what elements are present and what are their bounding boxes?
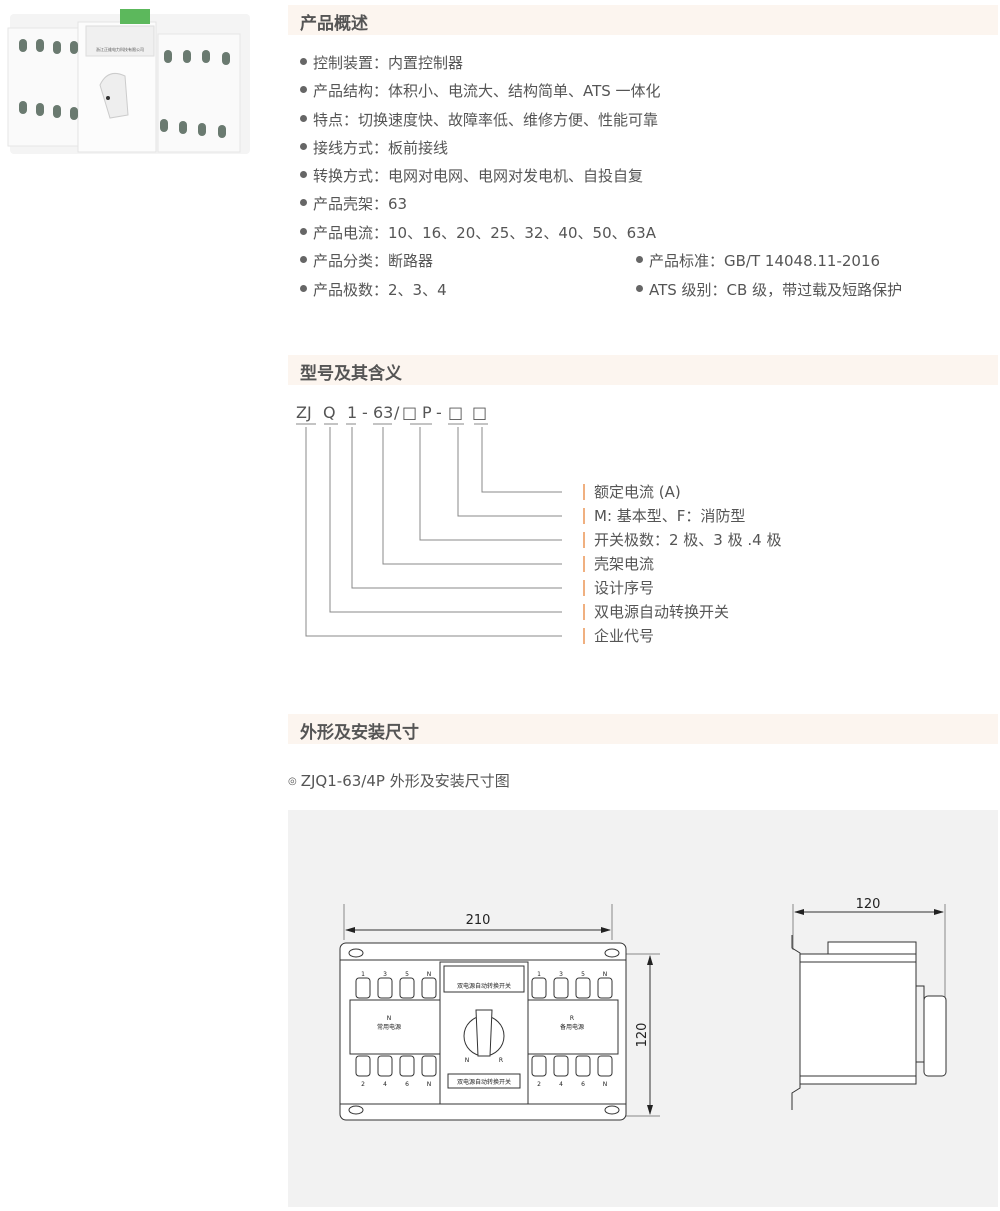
model-token: Q — [323, 403, 336, 422]
terminal-label: 3 — [559, 971, 563, 978]
side-depth-label: 120 — [856, 897, 881, 912]
bullet-icon — [636, 285, 643, 292]
terminal-label: N — [427, 971, 432, 978]
list-item: ATS 级别：CB 级，带过载及短路保护 — [636, 279, 902, 300]
model-token: 63 — [373, 403, 393, 422]
bullet-icon — [300, 285, 307, 292]
model-token: / — [394, 403, 400, 422]
terminal-label: 1 — [361, 971, 365, 978]
list-item: 特点：切换速度快、故障率低、维修方便、性能可靠 — [300, 109, 658, 130]
terminal-label: 3 — [383, 971, 387, 978]
model-meaning: 额定电流 (A) — [594, 483, 681, 501]
dial-left-label: N — [465, 1057, 470, 1064]
list-item-text: 产品电流：10、16、20、25、32、40、50、63A — [313, 224, 656, 242]
list-item-text: ATS 级别：CB 级，带过载及短路保护 — [649, 281, 903, 299]
list-item-text: 产品分类：断路器 — [313, 252, 434, 270]
section-title: 产品概述 — [300, 14, 368, 34]
list-item: 产品结构：体积小、电流大、结构简单、ATS 一体化 — [300, 80, 661, 101]
model-meaning: 开关极数：2 极、3 极 .4 极 — [594, 531, 781, 549]
panel-label: 双电源自动转换开关 — [457, 982, 511, 990]
right-source-label: 备用电源 — [560, 1023, 584, 1031]
left-source-label: N — [387, 1015, 392, 1022]
terminal-label: 5 — [581, 971, 585, 978]
bullet-icon — [300, 256, 307, 263]
section-title: 型号及其含义 — [300, 364, 402, 384]
terminal-label: 6 — [405, 1081, 409, 1088]
model-token: □ — [448, 403, 463, 422]
terminal-label: 6 — [581, 1081, 585, 1088]
list-item-text: 转换方式：电网对电网、电网对发电机、自投自复 — [313, 167, 644, 185]
list-item: 产品分类：断路器 — [300, 250, 433, 271]
terminal-label: 5 — [405, 971, 409, 978]
model-meaning: 设计序号 — [594, 579, 654, 597]
model-token: 1 — [347, 403, 357, 422]
section-header-dimensions: 外形及安装尺寸 — [288, 714, 998, 744]
list-item: 控制装置：内置控制器 — [300, 52, 463, 73]
model-token: P — [422, 403, 432, 422]
front-height-label: 120 — [635, 1023, 650, 1048]
drawing-panel: 210 120 1 3 5 N 1 3 5 N 2 4 6 N 2 4 6 N … — [288, 810, 998, 1207]
front-view-drawing — [339, 904, 660, 1121]
list-item-text: 产品标准：GB/T 14048.11-2016 — [649, 252, 881, 270]
model-token: □ — [472, 403, 487, 422]
list-item: 转换方式：电网对电网、电网对发电机、自投自复 — [300, 165, 643, 186]
bottom-label: 双电源自动转换开关 — [457, 1078, 511, 1086]
dial-right-label: R — [499, 1057, 503, 1064]
section-header-model: 型号及其含义 — [288, 355, 998, 385]
bullet-icon — [300, 143, 307, 150]
list-item: 产品壳架：63 — [300, 193, 407, 214]
product-photo: 浙江正维电力科技有限公司 — [0, 0, 260, 170]
bullet-icon — [300, 199, 307, 206]
circle-dot-icon: ◎ — [288, 776, 297, 787]
terminal-label: 4 — [383, 1081, 387, 1088]
caption-text: ZJQ1-63/4P 外形及安装尺寸图 — [300, 772, 510, 790]
front-width-label: 210 — [466, 913, 491, 928]
list-item: 接线方式：板前接线 — [300, 137, 448, 158]
terminal-label: 2 — [361, 1081, 365, 1088]
list-item-text: 控制装置：内置控制器 — [313, 54, 464, 72]
terminal-label: N — [603, 1081, 608, 1088]
terminal-label: 2 — [537, 1081, 541, 1088]
bullet-icon — [300, 171, 307, 178]
list-item-text: 产品结构：体积小、电流大、结构简单、ATS 一体化 — [313, 82, 661, 100]
list-item: 产品标准：GB/T 14048.11-2016 — [636, 250, 880, 271]
product-maker-label: 浙江正维电力科技有限公司 — [96, 46, 144, 52]
model-meaning: 壳架电流 — [594, 555, 654, 573]
list-item: 产品极数：2、3、4 — [300, 279, 447, 300]
model-token: - — [436, 403, 442, 422]
bullet-icon — [300, 228, 307, 235]
section-header-overview: 产品概述 — [288, 5, 998, 35]
terminal-label: 1 — [537, 971, 541, 978]
right-source-label: R — [570, 1015, 574, 1022]
section-title: 外形及安装尺寸 — [300, 723, 419, 743]
model-token: ZJ — [296, 403, 312, 422]
model-meaning: M: 基本型、F：消防型 — [594, 507, 745, 525]
terminal-label: N — [603, 971, 608, 978]
drawing-caption: ◎ZJQ1-63/4P 外形及安装尺寸图 — [288, 770, 510, 791]
bullet-icon — [636, 256, 643, 263]
left-source-label: 常用电源 — [377, 1023, 401, 1031]
model-token: □ — [402, 403, 417, 422]
list-item-text: 产品极数：2、3、4 — [313, 281, 447, 299]
list-item-text: 特点：切换速度快、故障率低、维修方便、性能可靠 — [313, 111, 659, 129]
terminal-label: 4 — [559, 1081, 563, 1088]
list-item: 产品电流：10、16、20、25、32、40、50、63A — [300, 222, 656, 243]
terminal-label: N — [427, 1081, 432, 1088]
bullet-icon — [300, 58, 307, 65]
side-view-drawing — [791, 904, 947, 1110]
model-token: - — [362, 403, 368, 422]
model-meaning: 企业代号 — [594, 627, 654, 645]
bullet-icon — [300, 115, 307, 122]
model-code-diagram: ZJ Q 1 - 63 / □ P - □ □ 额定电流 (A) M: — [288, 395, 808, 655]
model-meaning: 双电源自动转换开关 — [594, 603, 729, 621]
bullet-icon — [300, 86, 307, 93]
list-item-text: 接线方式：板前接线 — [313, 139, 449, 157]
list-item-text: 产品壳架：63 — [313, 195, 408, 213]
